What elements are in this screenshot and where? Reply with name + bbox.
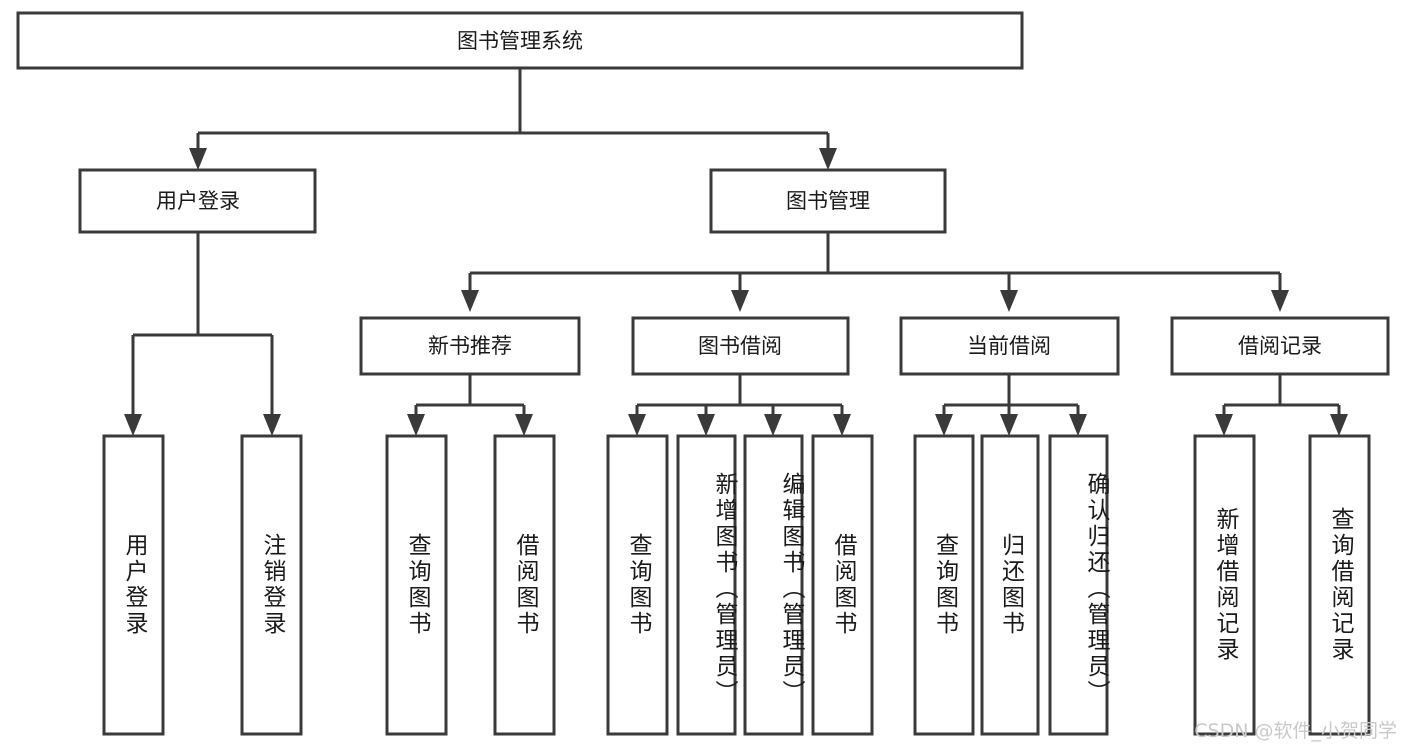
node-book-management-box[interactable] <box>709 168 947 234</box>
node-user-login-label: 用户登录 <box>156 189 240 213</box>
node-new-book-recommend[interactable]: 新书推荐 <box>359 316 581 376</box>
arrow-to-bb-leaf-add-book <box>697 414 715 436</box>
node-current-borrow-box[interactable] <box>899 316 1120 376</box>
arrow-to-cb-leaf-return-book <box>1000 414 1018 436</box>
connector-user-login-to-leaves <box>124 232 281 436</box>
arrow-to-new-book-recommend <box>461 290 479 312</box>
arrow-to-bb-leaf-borrow-book <box>833 414 851 436</box>
arrow-to-current-borrow <box>1000 290 1018 312</box>
arrow-to-br-leaf-search-record <box>1330 414 1348 436</box>
arrow-to-user-login <box>189 148 207 170</box>
node-borrow-record-box[interactable] <box>1170 316 1390 376</box>
arrow-to-br-leaf-add-record <box>1215 414 1233 436</box>
connector-borrow-record-to-leaves <box>1215 374 1348 436</box>
arrow-to-nb-leaf-search-book <box>407 414 425 436</box>
connector-book-borrow-to-leaves <box>628 374 851 436</box>
leaf-box-cb-confirm-return[interactable] <box>1048 434 1109 736</box>
arrow-to-bb-leaf-search-book <box>628 414 646 436</box>
connector-current-borrow-to-leaves <box>935 374 1087 436</box>
leaf-box-user-login[interactable] <box>102 434 165 736</box>
connector-book-mgmt-to-level3 <box>461 232 1289 312</box>
leaf-box-bb-search-book[interactable] <box>606 434 669 736</box>
node-borrow-record[interactable]: 借阅记录 <box>1170 316 1390 376</box>
arrow-to-leaf-user-login <box>124 414 142 436</box>
leaf-box-br-add-record[interactable] <box>1193 434 1256 736</box>
node-current-borrow[interactable]: 当前借阅 <box>899 316 1120 376</box>
node-root-box[interactable] <box>16 11 1024 70</box>
watermark-text: CSDN @软件_小贺同学 <box>1194 720 1397 742</box>
node-root-label: 图书管理系统 <box>457 29 583 53</box>
arrow-to-book-borrow <box>731 290 749 312</box>
node-book-borrow-box[interactable] <box>631 316 850 376</box>
connector-new-book-to-leaves <box>407 374 533 436</box>
node-current-borrow-label: 当前借阅 <box>967 334 1051 358</box>
connector-root-to-level2 <box>189 68 837 170</box>
arrow-to-leaf-logout <box>263 414 281 436</box>
leaf-box-bb-borrow-book[interactable] <box>811 434 874 736</box>
leaf-box-logout[interactable] <box>240 434 303 736</box>
leaf-box-cb-search-book[interactable] <box>913 434 975 736</box>
leaf-box-bb-edit-book[interactable] <box>743 434 804 736</box>
leaf-box-nb-search-book[interactable] <box>385 434 448 736</box>
arrow-to-book-management <box>819 148 837 170</box>
arrow-to-borrow-record <box>1271 290 1289 312</box>
arrow-to-nb-leaf-borrow-book <box>515 414 533 436</box>
node-user-login[interactable]: 用户登录 <box>78 168 317 234</box>
node-borrow-record-label: 借阅记录 <box>1238 334 1322 358</box>
leaf-box-cb-return-book[interactable] <box>980 434 1040 736</box>
node-book-management[interactable]: 图书管理 <box>709 168 947 234</box>
leaf-box-br-search-record[interactable] <box>1308 434 1371 736</box>
leaf-box-bb-add-book[interactable] <box>676 434 737 736</box>
arrow-to-cb-leaf-confirm-return <box>1069 414 1087 436</box>
leaf-box-nb-borrow-book[interactable] <box>493 434 556 736</box>
node-user-login-box[interactable] <box>78 168 317 234</box>
arrow-to-bb-leaf-edit-book <box>764 414 782 436</box>
node-new-book-recommend-box[interactable] <box>359 316 581 376</box>
node-book-management-label: 图书管理 <box>786 189 870 213</box>
arrow-to-cb-leaf-search-book <box>935 414 953 436</box>
node-root-book-management-system[interactable]: 图书管理系统 <box>16 11 1024 70</box>
node-new-book-recommend-label: 新书推荐 <box>428 334 512 358</box>
node-book-borrow-label: 图书借阅 <box>698 334 782 358</box>
node-book-borrow[interactable]: 图书借阅 <box>631 316 850 376</box>
